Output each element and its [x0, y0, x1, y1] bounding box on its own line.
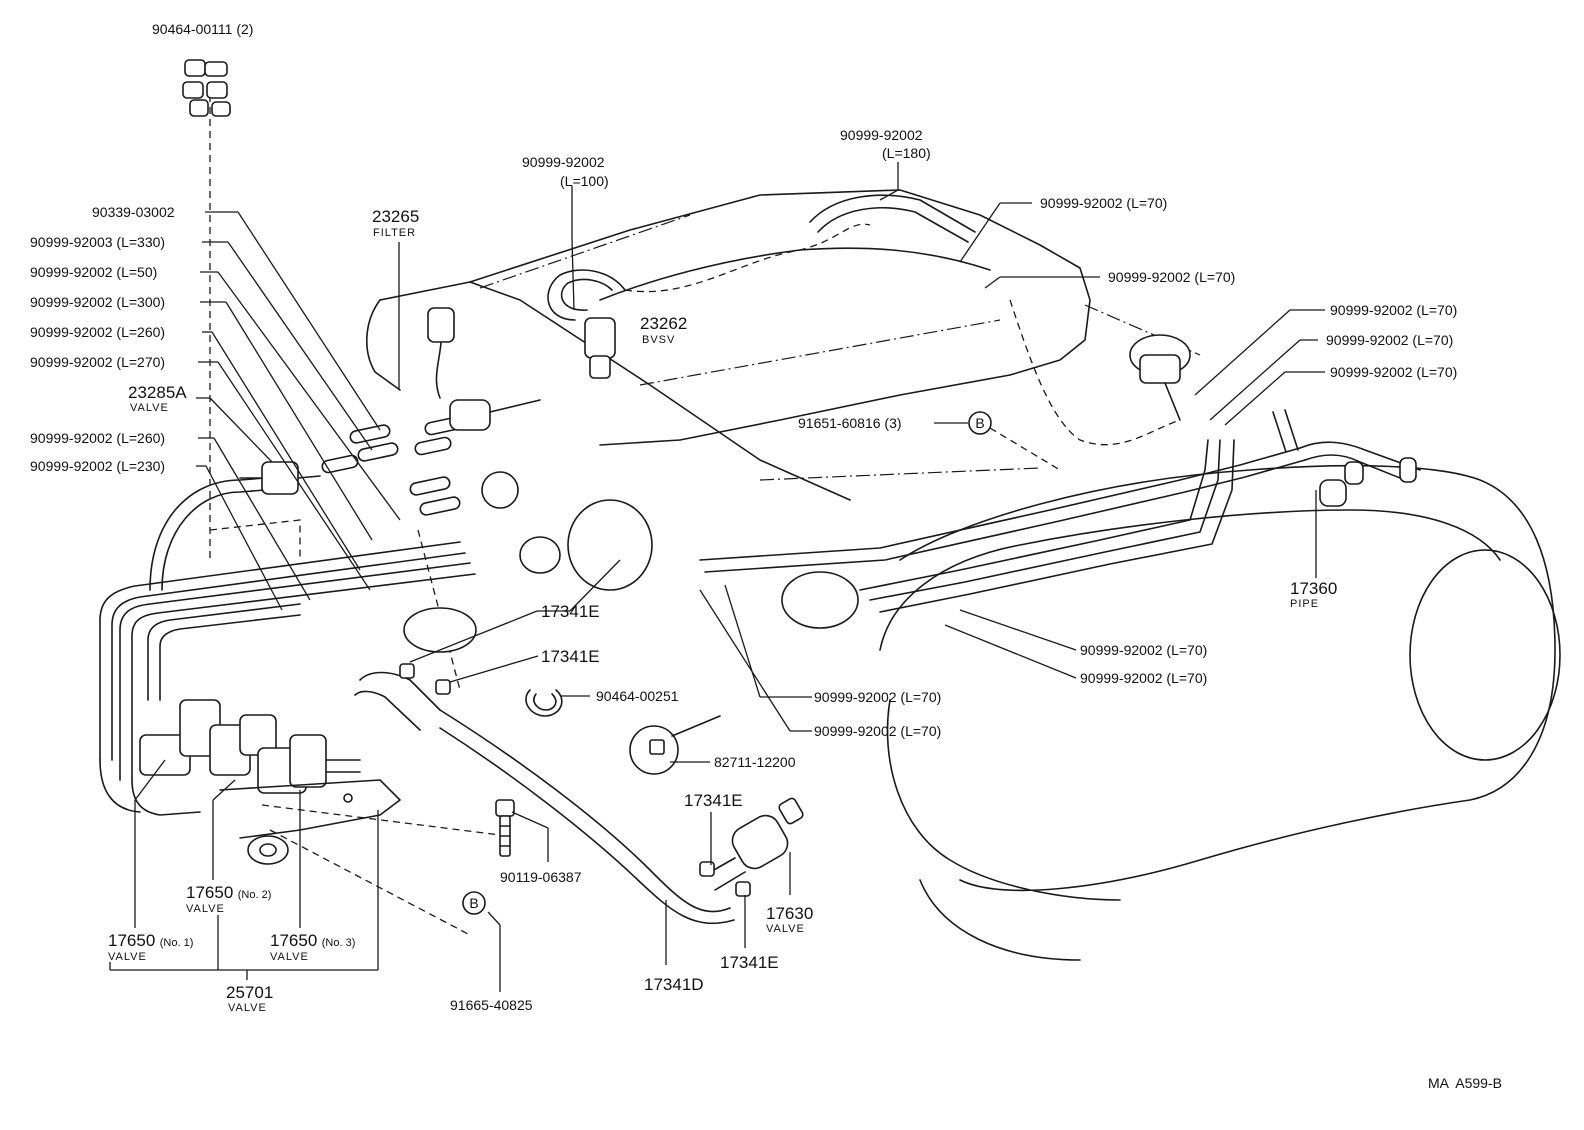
- callout-90464-00251: 90464-00251: [596, 688, 679, 704]
- valve-23285a-icon: [239, 461, 321, 495]
- callout-90339-03002: 90339-03002: [92, 204, 175, 220]
- callout-hose-l330: 90999-92003 (L=330): [30, 234, 165, 250]
- drawing-code: MA A599-B: [1428, 1075, 1502, 1091]
- plenum-left-edge: [365, 299, 401, 391]
- callout-hose-l270: 90999-92002 (L=270): [30, 354, 165, 370]
- callout-hose-l70-4: 90999-92002 (L=70): [1326, 332, 1453, 348]
- callout-hose-l70-3: 90999-92002 (L=70): [1330, 302, 1457, 318]
- callout-17360-name: PIPE: [1290, 598, 1319, 610]
- dashed-route-top: [624, 223, 871, 293]
- filter-23265-icon: [427, 307, 541, 431]
- air-duct-inner: [879, 509, 1501, 651]
- callout-hose-l70-8: 90999-92002 (L=70): [814, 689, 941, 705]
- callout-hose-l50: 90999-92002 (L=50): [30, 264, 157, 280]
- centerline-1: [639, 319, 1001, 386]
- connector-clip-icon: [182, 59, 231, 117]
- callout-hose-l70-6: 90999-92002 (L=70): [1080, 642, 1207, 658]
- leader-lines: [109, 162, 1325, 992]
- callout-17630: 17630: [766, 904, 813, 923]
- callout-23285a-name: VALVE: [130, 402, 169, 414]
- callout-17341e-2: 17341E: [541, 647, 600, 666]
- dashed-b-link: [989, 427, 1061, 471]
- band-82711-12200-icon: [629, 715, 721, 775]
- part-callouts: 90464-00111 (2) 90339-03002 90999-92003 …: [30, 21, 1502, 1091]
- callout-hose-l180-length: (L=180): [882, 145, 931, 161]
- centerline-4: [759, 467, 1041, 481]
- pipe-group-right: [699, 409, 1421, 613]
- callout-91665-40825: 91665-40825: [450, 997, 533, 1013]
- dashed-route-right: [1009, 299, 1181, 446]
- callout-hose-l100: 90999-92002: [522, 154, 605, 170]
- hose-clamps: [399, 663, 751, 897]
- hose-stubs: [321, 416, 462, 516]
- callout-17650-no2-name: VALVE: [186, 903, 225, 915]
- reference-marker-b-1: B: [968, 411, 992, 435]
- valve-17630-icon: [704, 797, 804, 891]
- clip-90464-00251-icon: [525, 689, 563, 717]
- intake-plenum-top: [599, 247, 991, 301]
- air-duct-outline: [899, 464, 1556, 892]
- engine-drawing: [99, 59, 1561, 961]
- callout-23262-name: BVSV: [642, 334, 675, 346]
- dashed-filter-link: [417, 529, 461, 691]
- callout-hose-l260-b: 90999-92002 (L=260): [30, 430, 165, 446]
- diaphragm-units: [403, 471, 859, 653]
- callout-17341e-4: 17341E: [720, 953, 779, 972]
- callout-hose-l260-a: 90999-92002 (L=260): [30, 324, 165, 340]
- callout-25701: 25701: [226, 983, 273, 1002]
- dashed-diagonal-bolt: [261, 804, 501, 836]
- callout-90119-06387: 90119-06387: [500, 869, 582, 885]
- callout-hose-l70-5: 90999-92002 (L=70): [1330, 364, 1457, 380]
- callout-hose-l300: 90999-92002 (L=300): [30, 294, 165, 310]
- callout-17650-no1: 17650 (No. 1): [108, 931, 193, 950]
- callout-25701-name: VALVE: [228, 1002, 267, 1014]
- callout-90464-00111: 90464-00111 (2): [152, 21, 253, 37]
- marker-letter: B: [469, 895, 478, 911]
- callout-91651-60816: 91651-60816 (3): [798, 415, 902, 431]
- callout-23265: 23265: [372, 207, 419, 226]
- marker-letter: B: [975, 415, 984, 431]
- callout-hose-l70-9: 90999-92002 (L=70): [814, 723, 941, 739]
- callout-23262: 23262: [640, 314, 687, 333]
- vsv-valve-assembly-icon: [139, 699, 401, 865]
- callout-hose-l70-7: 90999-92002 (L=70): [1080, 670, 1207, 686]
- callout-23265-name: FILTER: [373, 227, 416, 239]
- dashed-bracket-left: [209, 519, 301, 560]
- hose-17341d: [439, 709, 731, 913]
- intake-plenum-ridge: [469, 281, 851, 501]
- callout-17341d: 17341D: [644, 975, 704, 994]
- bvsv-23262-icon: [547, 269, 626, 379]
- dashed-diagonal-b: [269, 829, 471, 936]
- callout-82711-12200: 82711-12200: [714, 754, 796, 770]
- callout-17650-no3: 17650 (No. 3): [270, 931, 355, 950]
- callout-17360: 17360: [1290, 579, 1337, 598]
- callout-17650-no2: 17650 (No. 2): [186, 883, 271, 902]
- hose-loop-left: [149, 477, 266, 591]
- callout-17650-no3-name: VALVE: [270, 951, 309, 963]
- callout-23285a: 23285A: [128, 383, 187, 402]
- callout-17341e-1: 17341E: [541, 602, 600, 621]
- intake-plenum-outline: [379, 189, 1091, 446]
- top-hose: [809, 194, 976, 233]
- callout-17650-no1-name: VALVE: [108, 951, 147, 963]
- air-duct-base: [919, 879, 1081, 961]
- centerline-2: [479, 214, 691, 289]
- bolt-90119-06387-icon: [495, 799, 515, 857]
- air-duct-lower: [886, 699, 1121, 901]
- reference-marker-b-2: B: [462, 891, 486, 915]
- vacuum-canister-icon: [1129, 334, 1191, 421]
- callout-hose-l100-length: (L=100): [560, 173, 609, 189]
- callout-hose-l70-1: 90999-92002 (L=70): [1040, 195, 1167, 211]
- hose-bundle-left: [99, 541, 476, 816]
- callout-hose-l180: 90999-92002: [840, 127, 923, 143]
- callout-hose-l230: 90999-92002 (L=230): [30, 458, 165, 474]
- callout-17630-name: VALVE: [766, 923, 805, 935]
- callout-17341e-3: 17341E: [684, 791, 743, 810]
- air-duct-opening: [1409, 549, 1561, 761]
- callout-hose-l70-2: 90999-92002 (L=70): [1108, 269, 1235, 285]
